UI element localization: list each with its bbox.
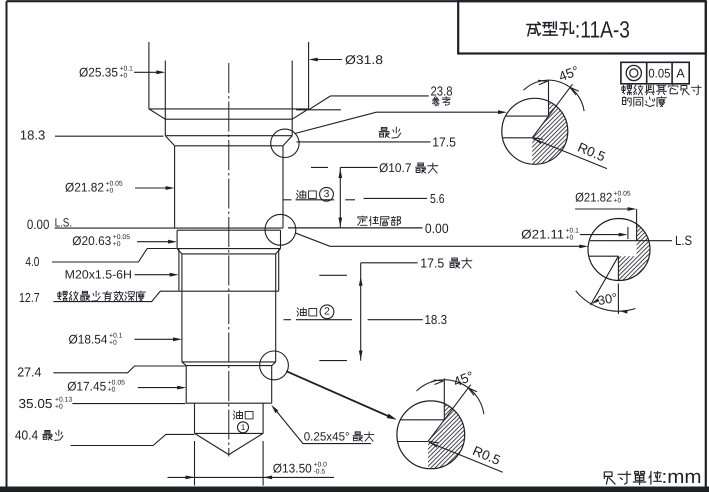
svg-text:Ø13.50: Ø13.50 <box>273 461 312 475</box>
svg-text:17.5: 17.5 <box>432 134 456 149</box>
svg-text:30°: 30° <box>597 290 619 308</box>
svg-text:5.6: 5.6 <box>430 191 445 206</box>
svg-text:Ø31.8: Ø31.8 <box>345 53 383 67</box>
svg-text:35.05: 35.05 <box>19 396 53 411</box>
svg-text:+0.05: +0.05 <box>108 380 125 387</box>
svg-text:+0: +0 <box>106 188 114 195</box>
svg-text:+0.1: +0.1 <box>109 332 123 339</box>
svg-text:Ø17.45: Ø17.45 <box>67 380 106 394</box>
svg-text:+0.0: +0.0 <box>314 461 328 468</box>
svg-text:L.S.: L.S. <box>55 215 73 229</box>
svg-text:3: 3 <box>324 189 330 200</box>
svg-text:4.0: 4.0 <box>25 254 39 269</box>
svg-text:0.05: 0.05 <box>648 66 670 80</box>
svg-text::11A-3: :11A-3 <box>575 17 630 43</box>
svg-text:Ø21.82: Ø21.82 <box>575 191 612 205</box>
svg-text:18.3: 18.3 <box>425 312 448 327</box>
svg-text:17.5: 17.5 <box>420 256 444 271</box>
svg-text:+0.05: +0.05 <box>113 234 130 241</box>
svg-text:2: 2 <box>324 307 330 318</box>
svg-text:0.00: 0.00 <box>425 221 449 236</box>
svg-text:45°: 45° <box>451 368 475 389</box>
svg-text:+0: +0 <box>113 241 121 248</box>
svg-text:+0: +0 <box>614 198 622 205</box>
svg-text:+0.05: +0.05 <box>614 191 631 198</box>
svg-text::mm: :mm <box>662 467 702 488</box>
svg-text:+0.13: +0.13 <box>55 397 72 404</box>
svg-text:+0.1: +0.1 <box>566 228 580 235</box>
svg-text:Ø21.82: Ø21.82 <box>65 181 104 195</box>
svg-text:+0: +0 <box>109 339 117 346</box>
svg-text:+0.05: +0.05 <box>106 181 123 188</box>
svg-text:Ø18.54: Ø18.54 <box>69 332 108 346</box>
svg-text:L.S: L.S <box>675 233 692 248</box>
svg-text:18.3: 18.3 <box>20 128 46 143</box>
svg-text:A: A <box>676 66 685 80</box>
svg-text:Ø21.11: Ø21.11 <box>521 228 564 242</box>
svg-text:+0: +0 <box>120 73 128 80</box>
svg-text:+0.1: +0.1 <box>120 66 134 73</box>
svg-text:0.00: 0.00 <box>27 217 50 232</box>
svg-text:+0: +0 <box>108 387 116 394</box>
svg-text:0.25x45°: 0.25x45° <box>304 430 350 444</box>
svg-text:45°: 45° <box>557 63 581 84</box>
svg-text:12.7: 12.7 <box>19 290 40 305</box>
svg-text:40.4: 40.4 <box>15 428 38 443</box>
svg-text:M20x1.5-6H: M20x1.5-6H <box>65 268 132 282</box>
svg-text:1: 1 <box>241 423 246 432</box>
svg-text:Ø25.35: Ø25.35 <box>79 66 118 80</box>
svg-text:-0.5: -0.5 <box>314 468 326 475</box>
svg-text:23.8: 23.8 <box>431 84 453 99</box>
svg-text:+0: +0 <box>55 404 63 411</box>
svg-text:Ø20.63: Ø20.63 <box>72 234 111 248</box>
svg-text:+0: +0 <box>566 235 574 242</box>
svg-text:Ø10.7: Ø10.7 <box>379 161 412 175</box>
svg-text:27.4: 27.4 <box>17 365 41 380</box>
